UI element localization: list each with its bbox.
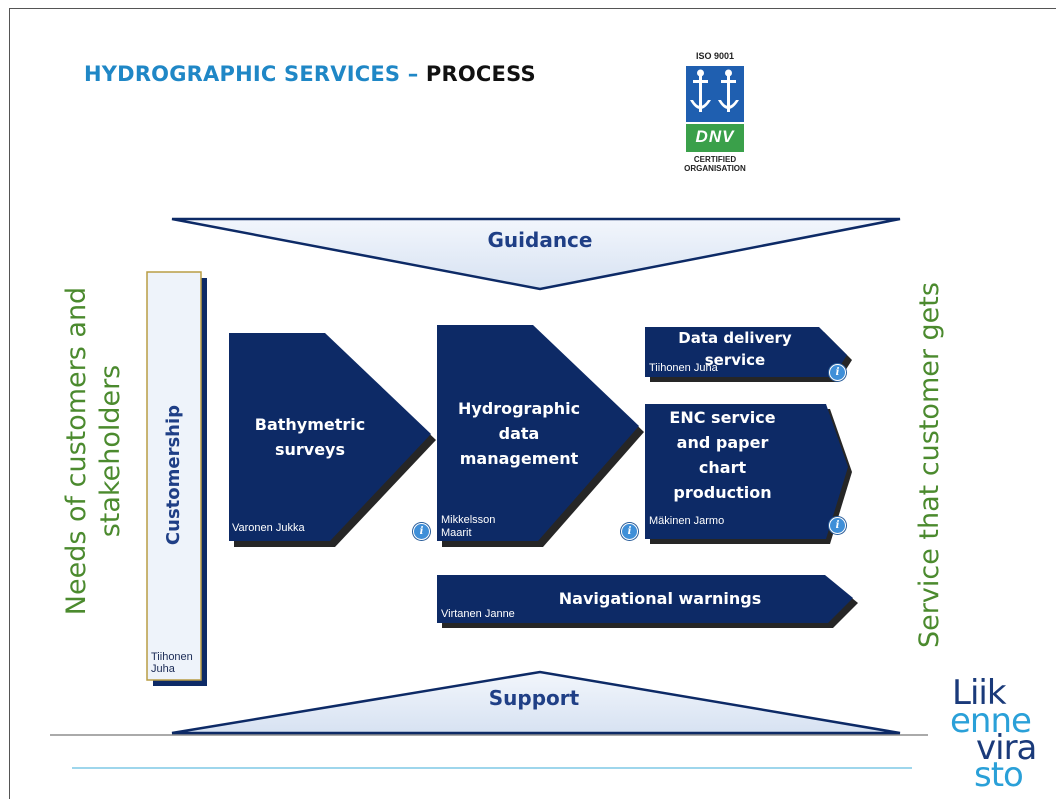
info-icon[interactable]: i [829, 517, 846, 534]
delivery-label: Data delivery service [660, 327, 810, 371]
enc-shape [645, 404, 852, 544]
needs-label-line2: stakeholders [95, 364, 126, 538]
hydrographic-owner-line1: Mikkelsson [441, 514, 496, 526]
iso-certificate-logo [686, 66, 744, 152]
bathymetric-label: Bathymetric surveys [240, 412, 380, 462]
hydrographic-line3: management [459, 449, 579, 468]
customership-owner: Tiihonen Juha [151, 651, 193, 675]
enc-line2: and paper [676, 433, 769, 452]
logo-line2: enne [950, 701, 1032, 741]
hydrographic-line1: Hydrographic [457, 399, 581, 418]
info-icon[interactable]: i [829, 364, 846, 381]
delivery-line1: Data delivery [678, 329, 792, 347]
hydrographic-owner: Mikkelsson Maarit [441, 514, 495, 540]
needs-label-line1: Needs of customers and [61, 286, 92, 616]
dnv-label: DNV [695, 127, 735, 146]
anchor-icon [690, 69, 711, 112]
organisation-label: ORGANISATION [684, 164, 746, 173]
enc-line1: ENC service [669, 408, 776, 427]
bathymetric-owner: Varonen Jukka [232, 522, 305, 534]
warnings-owner: Virtanen Janne [441, 608, 515, 620]
iso-standard-label: ISO 9001 [695, 51, 735, 61]
needs-label: Needs of customers and stakeholders [60, 251, 128, 651]
enc-line3: chart [698, 458, 747, 477]
logo-line4: sto [974, 755, 1024, 795]
customership-owner-line1: Tiihonen [151, 651, 193, 663]
dnv-green-block [686, 124, 744, 152]
customership-bar [146, 271, 202, 681]
liikennevirasto-logo: Liik enne vira sto [948, 673, 1048, 795]
enc-owner: Mäkinen Jarmo [649, 515, 725, 527]
guidance-arrow [171, 217, 901, 291]
delivery-shape [645, 327, 852, 382]
iso-blue-block [686, 66, 744, 122]
delivery-owner: Tiihonen Juha [649, 362, 718, 374]
logo-line3: vira [976, 728, 1037, 768]
title-part2: PROCESS [425, 62, 536, 86]
hydrographic-owner-line2: Maarit [441, 527, 472, 539]
certified-label: CERTIFIED [693, 155, 737, 164]
title-part1: HYDROGRAPHIC SERVICES – [84, 62, 419, 86]
warnings-label: Navigational warnings [558, 589, 762, 608]
slide-frame [9, 8, 1056, 799]
service-label: Service that customer gets [914, 282, 945, 648]
hydrographic-shape [437, 325, 644, 547]
info-icon[interactable]: i [413, 523, 430, 540]
info-icon[interactable]: i [621, 523, 638, 540]
hydrographic-label: Hydrographic data management [440, 396, 598, 471]
warnings-shape [437, 575, 858, 628]
customership-owner-line2: Juha [151, 663, 175, 675]
anchor-icon-2 [718, 69, 739, 112]
logo-line1: Liik [952, 673, 1007, 713]
support-label: Support [488, 686, 580, 710]
support-arrow [171, 670, 901, 735]
bathymetric-shape [229, 333, 436, 547]
delivery-line2: service [704, 351, 766, 369]
page-title: HYDROGRAPHIC SERVICES – PROCESS [84, 62, 536, 86]
enc-label: ENC service and paper chart production [650, 405, 795, 505]
bathymetric-line1: Bathymetric [254, 415, 366, 434]
bathymetric-line2: surveys [274, 440, 346, 459]
customership-label: Customership [163, 404, 184, 546]
guidance-label: Guidance [487, 228, 593, 252]
hydrographic-line2: data [498, 424, 540, 443]
enc-line4: production [673, 483, 772, 502]
